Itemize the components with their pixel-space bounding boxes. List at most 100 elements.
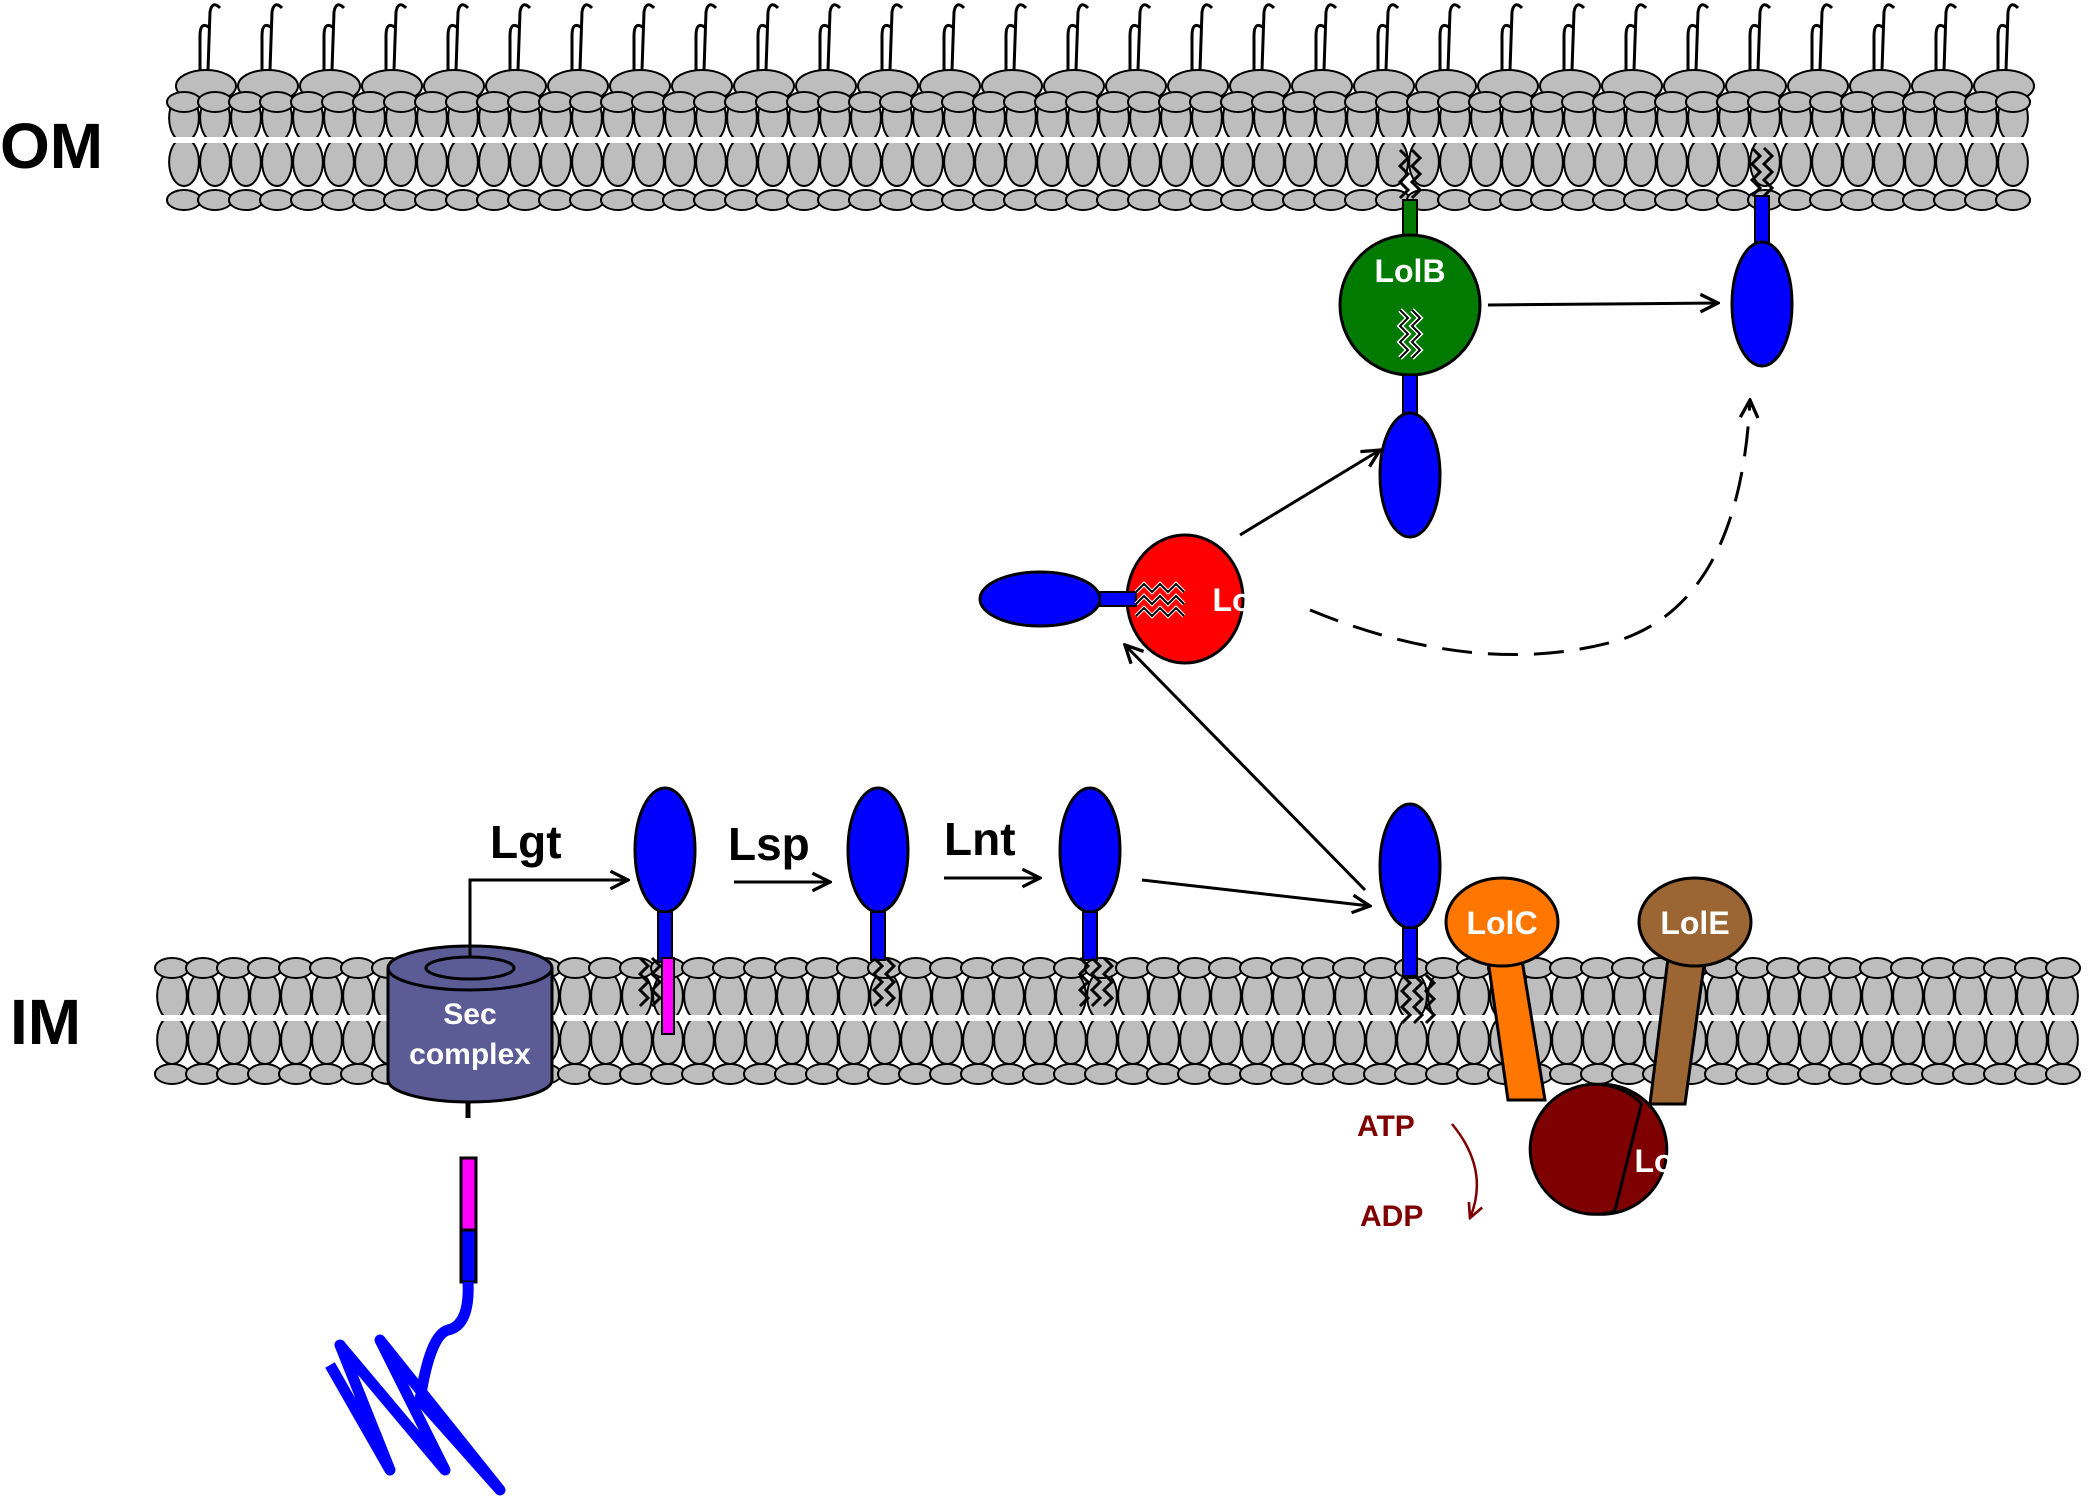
lipid-head: [1145, 957, 1183, 979]
lipid-head: [742, 1063, 780, 1085]
lipid-tail: [199, 137, 231, 187]
lipid-head: [506, 91, 544, 113]
lipid-head: [1145, 1063, 1183, 1085]
lipid-tail: [807, 971, 839, 1021]
lipid-head: [1083, 1063, 1121, 1085]
lipid-tail: [621, 1015, 653, 1065]
lipid-tail: [943, 137, 975, 187]
sec-complex-label-line1: Sec: [443, 998, 496, 1031]
lipid-tail: [1892, 1015, 1924, 1065]
lipid-head: [661, 189, 699, 211]
lipid-head: [320, 189, 358, 211]
lipid-head: [866, 1063, 904, 1085]
lipid-head: [1982, 957, 2020, 979]
lps-chain: [260, 3, 284, 78]
lipoprotein-domain: [1378, 802, 1442, 930]
lipid-head: [897, 1063, 935, 1085]
acyl-chains: [1399, 973, 1437, 1025]
lipid-head: [711, 1063, 749, 1085]
lipid-head: [413, 91, 451, 113]
lipid-head: [1207, 957, 1245, 979]
lipid-head: [1269, 1063, 1307, 1085]
lipid-tail: [776, 971, 808, 1021]
lipid-tail: [218, 971, 250, 1021]
lipid-tail: [1737, 1015, 1769, 1065]
lipid-head: [568, 189, 606, 211]
lipid-head: [277, 957, 315, 979]
lipid-head: [475, 189, 513, 211]
lipid-head: [1064, 91, 1102, 113]
lipoprotein-linker: [870, 911, 886, 961]
lipid-head: [1684, 189, 1722, 211]
lipid-tail: [1954, 971, 1986, 1021]
lipid-head: [1188, 91, 1226, 113]
lipid-tail: [1811, 137, 1843, 187]
lipid-tail: [807, 1015, 839, 1065]
lps-chain: [694, 3, 718, 78]
lipid-tail: [1272, 1015, 1304, 1065]
lipid-head: [1188, 189, 1226, 211]
lipid-head: [618, 1063, 656, 1085]
lipid-head: [1746, 91, 1784, 113]
lipid-tail: [1563, 137, 1595, 187]
lipid-head: [1982, 1063, 2020, 1085]
lipid-tail: [1284, 137, 1316, 187]
lipid-tail: [187, 1015, 219, 1065]
lipid-tail: [187, 971, 219, 1021]
lipid-tail: [683, 971, 715, 1021]
lipid-head: [773, 1063, 811, 1085]
lipid-tail: [2016, 971, 2048, 1021]
lipid-head: [618, 957, 656, 979]
lipid-tail: [881, 137, 913, 187]
lipid-head: [568, 91, 606, 113]
lipid-tail: [280, 1015, 312, 1065]
lipid-head: [909, 189, 947, 211]
lold-right-shape: [1528, 1082, 1644, 1216]
lps-chain: [756, 3, 780, 78]
lipid-head: [928, 957, 966, 979]
lipid-head: [1126, 189, 1164, 211]
lipid-tail: [900, 971, 932, 1021]
unfolded-polypeptide: [325, 1281, 506, 1496]
outer-membrane-bilayer: [165, 91, 2040, 211]
lipid-head: [630, 91, 668, 113]
lipid-head: [1238, 1063, 1276, 1085]
signal-peptide: [459, 1156, 478, 1232]
release-to-lola-arrow: [1125, 645, 1367, 892]
lipid-tail: [1842, 137, 1874, 187]
lipid-head: [773, 957, 811, 979]
lipid-head: [1331, 1063, 1369, 1085]
lipid-tail: [1086, 1015, 1118, 1065]
lipid-head: [1362, 1063, 1400, 1085]
lipid-tail: [156, 1015, 188, 1065]
lipid-head: [215, 1063, 253, 1085]
lipid-head: [1281, 189, 1319, 211]
lipid-tail: [1253, 137, 1285, 187]
lipid-head: [320, 91, 358, 113]
lipid-head: [1994, 91, 2032, 113]
lipid-tail: [1768, 971, 1800, 1021]
lipid-head: [1839, 91, 1877, 113]
lipid-tail: [714, 1015, 746, 1065]
lps-chain: [1252, 3, 1276, 78]
lipid-head: [1021, 957, 1059, 979]
lipid-head: [1281, 91, 1319, 113]
lipid-tail: [1904, 137, 1936, 187]
lipid-head: [351, 189, 389, 211]
lipid-head: [1777, 91, 1815, 113]
lipid-head: [1994, 189, 2032, 211]
lipid-tail: [1334, 971, 1366, 1021]
lps-chain: [1996, 3, 2020, 78]
lipid-tail: [1098, 137, 1130, 187]
lipid-head: [537, 91, 575, 113]
lipid-tail: [323, 137, 355, 187]
lipid-head: [258, 91, 296, 113]
lipid-tail: [1396, 971, 1428, 1021]
lipoprotein-linker: [657, 911, 673, 963]
sec-complex-label-line2: complex: [409, 1038, 531, 1071]
lipid-head: [1176, 957, 1214, 979]
lipid-tail: [1830, 971, 1862, 1021]
lipid-head: [351, 91, 389, 113]
lipid-head: [227, 189, 265, 211]
lps-chain: [508, 3, 532, 78]
